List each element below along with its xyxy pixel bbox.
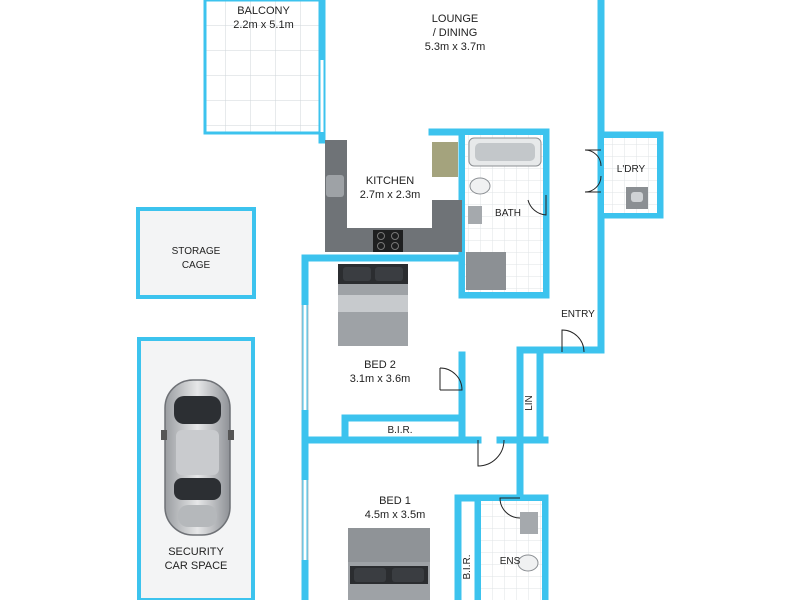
shower-icon [466,252,506,290]
storage-name-2: CAGE [181,260,211,271]
bed1-label: BED 1 4.5m x 3.5m [345,494,445,522]
window-frames [301,305,309,560]
sink-icon [326,175,344,197]
balcony-room [203,0,324,135]
bed-icon [338,264,408,346]
kitchen-name: KITCHEN [365,175,415,187]
ensuite-label: ENS [492,555,528,569]
stove-icon [373,230,403,252]
lounge-label: LOUNGE / DINING 5.3m x 3.7m [395,12,515,54]
storage-cage [136,207,256,299]
car-label: SECURITY CAR SPACE [139,545,253,573]
car-icon [161,379,234,536]
kitchen-size: 2.7m x 2.3m [359,189,421,201]
bed1-size: 4.5m x 3.5m [364,509,426,521]
laundry-name: L'DRY [616,164,646,175]
fridge [432,142,458,177]
bed2-size: 3.1m x 3.6m [349,373,411,385]
toilet-icon [469,177,491,195]
bir1-name: B.I.R. [387,425,413,436]
storage-name: STORAGE [171,246,221,257]
lin-label: LIN [523,387,537,419]
laundry-label: L'DRY [606,163,656,177]
lounge-size: 5.3m x 3.7m [424,41,486,53]
bath-name: BATH [495,208,521,219]
bathroom [465,135,543,292]
door-swing-icon [439,149,602,519]
bed2-name: BED 2 [364,359,396,371]
bed-icon-2 [348,528,430,600]
kitchen-bench [325,140,462,252]
lounge-name: LOUNGE [431,13,479,25]
bed1-name: BED 1 [379,495,411,507]
windows [303,60,324,560]
car-name: SECURITY [168,546,224,558]
vanity-sink [468,206,482,224]
balcony-size: 2.2m x 5.1m [233,19,294,31]
balcony-name: BALCONY [237,5,290,17]
entry-name: ENTRY [561,309,595,320]
kitchen-label: KITCHEN 2.7m x 2.3m [345,174,435,202]
storage-label: STORAGE CAGE [138,245,254,273]
ensuite [481,501,542,600]
bath-label: BATH [488,207,528,221]
car-name-2: CAR SPACE [164,560,228,572]
bir2-name: B.I.R. [462,554,473,580]
balcony-label: BALCONY 2.2m x 5.1m [205,4,322,32]
laundry [604,138,657,213]
bir1-label: B.I.R. [370,424,430,438]
lin-name: LIN [524,395,535,411]
bir2-label: B.I.R. [461,547,475,587]
bed2-label: BED 2 3.1m x 3.6m [330,358,430,386]
ensuite-name: ENS [499,556,521,567]
lounge-name-2: / DINING [432,27,478,39]
entry-label: ENTRY [556,308,600,322]
